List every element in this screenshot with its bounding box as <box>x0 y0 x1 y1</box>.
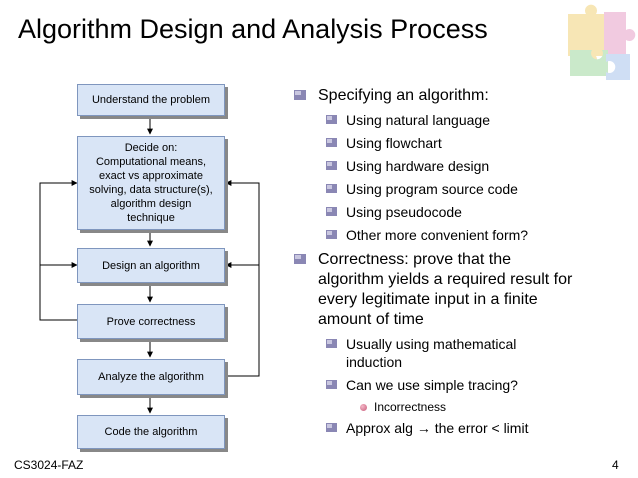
square-bullet-icon <box>326 184 337 193</box>
bullet-list: Specifying an algorithm: Using natural l… <box>292 86 632 443</box>
flow-box-understand-label: Understand the problem <box>91 94 210 106</box>
sub-bullet: Using hardware design <box>292 158 632 176</box>
sub-bullet: Approx alg → the error < limit <box>292 420 632 438</box>
sub-bullet-text: Can we use simple tracing? <box>346 376 518 393</box>
flow-box-design: Design an algorithm <box>77 248 225 283</box>
bullet-correctness: Correctness: prove that the algorithm yi… <box>292 250 632 330</box>
square-bullet-icon <box>294 90 306 100</box>
sub-bullet-line: induction <box>346 353 403 370</box>
flow-box-analyze-label: Analyze the algorithm <box>98 371 204 383</box>
square-bullet-icon <box>326 422 337 432</box>
sub-bullet-text: Using flowchart <box>346 135 442 151</box>
sub-bullet-text: Approx alg → the error < limit <box>346 419 529 436</box>
flow-box-prove-label: Prove correctness <box>106 315 196 328</box>
page-number: 4 <box>612 458 619 472</box>
sub-bullet: Usually using mathematical induction <box>292 336 632 371</box>
square-bullet-icon <box>326 339 337 348</box>
sub-bullet-text: Using natural language <box>346 112 490 128</box>
decide-line: algorithm design <box>110 198 192 210</box>
correctness-line: every legitimate input in a finite <box>318 291 538 308</box>
square-bullet-icon <box>326 207 337 216</box>
flow-box-code: Code the algorithm <box>77 415 225 449</box>
square-bullet-icon <box>326 138 337 147</box>
correctness-line: Correctness: prove that the <box>318 251 511 268</box>
flow-box-decide: Decide on: Computational means, exact vs… <box>77 136 225 230</box>
bullet-specifying: Specifying an algorithm: <box>292 86 632 106</box>
sub-bullet-text: Other more convenient form? <box>346 227 529 243</box>
decide-line: exact vs approximate <box>99 170 203 182</box>
footer-course-code: CS3024-FAZ <box>14 458 84 472</box>
sub-bullet-text: Using program source code <box>346 181 518 197</box>
flow-box-code-label: Code the algorithm <box>104 426 198 438</box>
slide-title: Algorithm Design and Analysis Process <box>18 14 488 44</box>
sub-bullet: Other more convenient form? <box>292 227 632 245</box>
sub-bullet-text: Using pseudocode <box>346 204 462 220</box>
sub-bullet-text: Using hardware design <box>346 158 490 174</box>
sub-sub-bullet: Incorrectness <box>292 400 632 415</box>
correctness-line: amount of time <box>318 311 424 328</box>
square-bullet-icon <box>326 161 337 170</box>
sub-bullet: Using natural language <box>292 112 632 130</box>
flow-box-design-label: Design an algorithm <box>102 259 200 272</box>
sub-bullet: Using flowchart <box>292 135 632 153</box>
decide-line: Decide on: <box>124 142 178 154</box>
square-bullet-icon <box>294 254 306 264</box>
round-bullet-icon <box>360 403 367 411</box>
sub-sub-bullet-text: Incorrectness <box>374 399 447 414</box>
sub-bullet: Can we use simple tracing? <box>292 377 632 395</box>
sub-bullet: Using pseudocode <box>292 204 632 222</box>
bullet-specifying-text: Specifying an algorithm: <box>318 87 489 104</box>
square-bullet-icon <box>326 379 337 389</box>
sub-bullet-line: Usually using mathematical <box>346 336 517 352</box>
flow-box-understand: Understand the problem <box>77 84 225 116</box>
flow-box-analyze: Analyze the algorithm <box>77 359 225 395</box>
puzzle-icon <box>568 4 636 80</box>
decide-line: technique <box>127 212 175 224</box>
sub-bullet: Using program source code <box>292 181 632 199</box>
flowchart-connectors <box>39 116 260 414</box>
decide-line: solving, data structure(s), <box>89 184 213 196</box>
square-bullet-icon <box>326 230 337 239</box>
decide-line: Computational means, <box>95 156 207 168</box>
flow-box-prove: Prove correctness <box>77 304 225 339</box>
correctness-line: algorithm yields a required result for <box>318 271 573 288</box>
square-bullet-icon <box>326 115 337 124</box>
